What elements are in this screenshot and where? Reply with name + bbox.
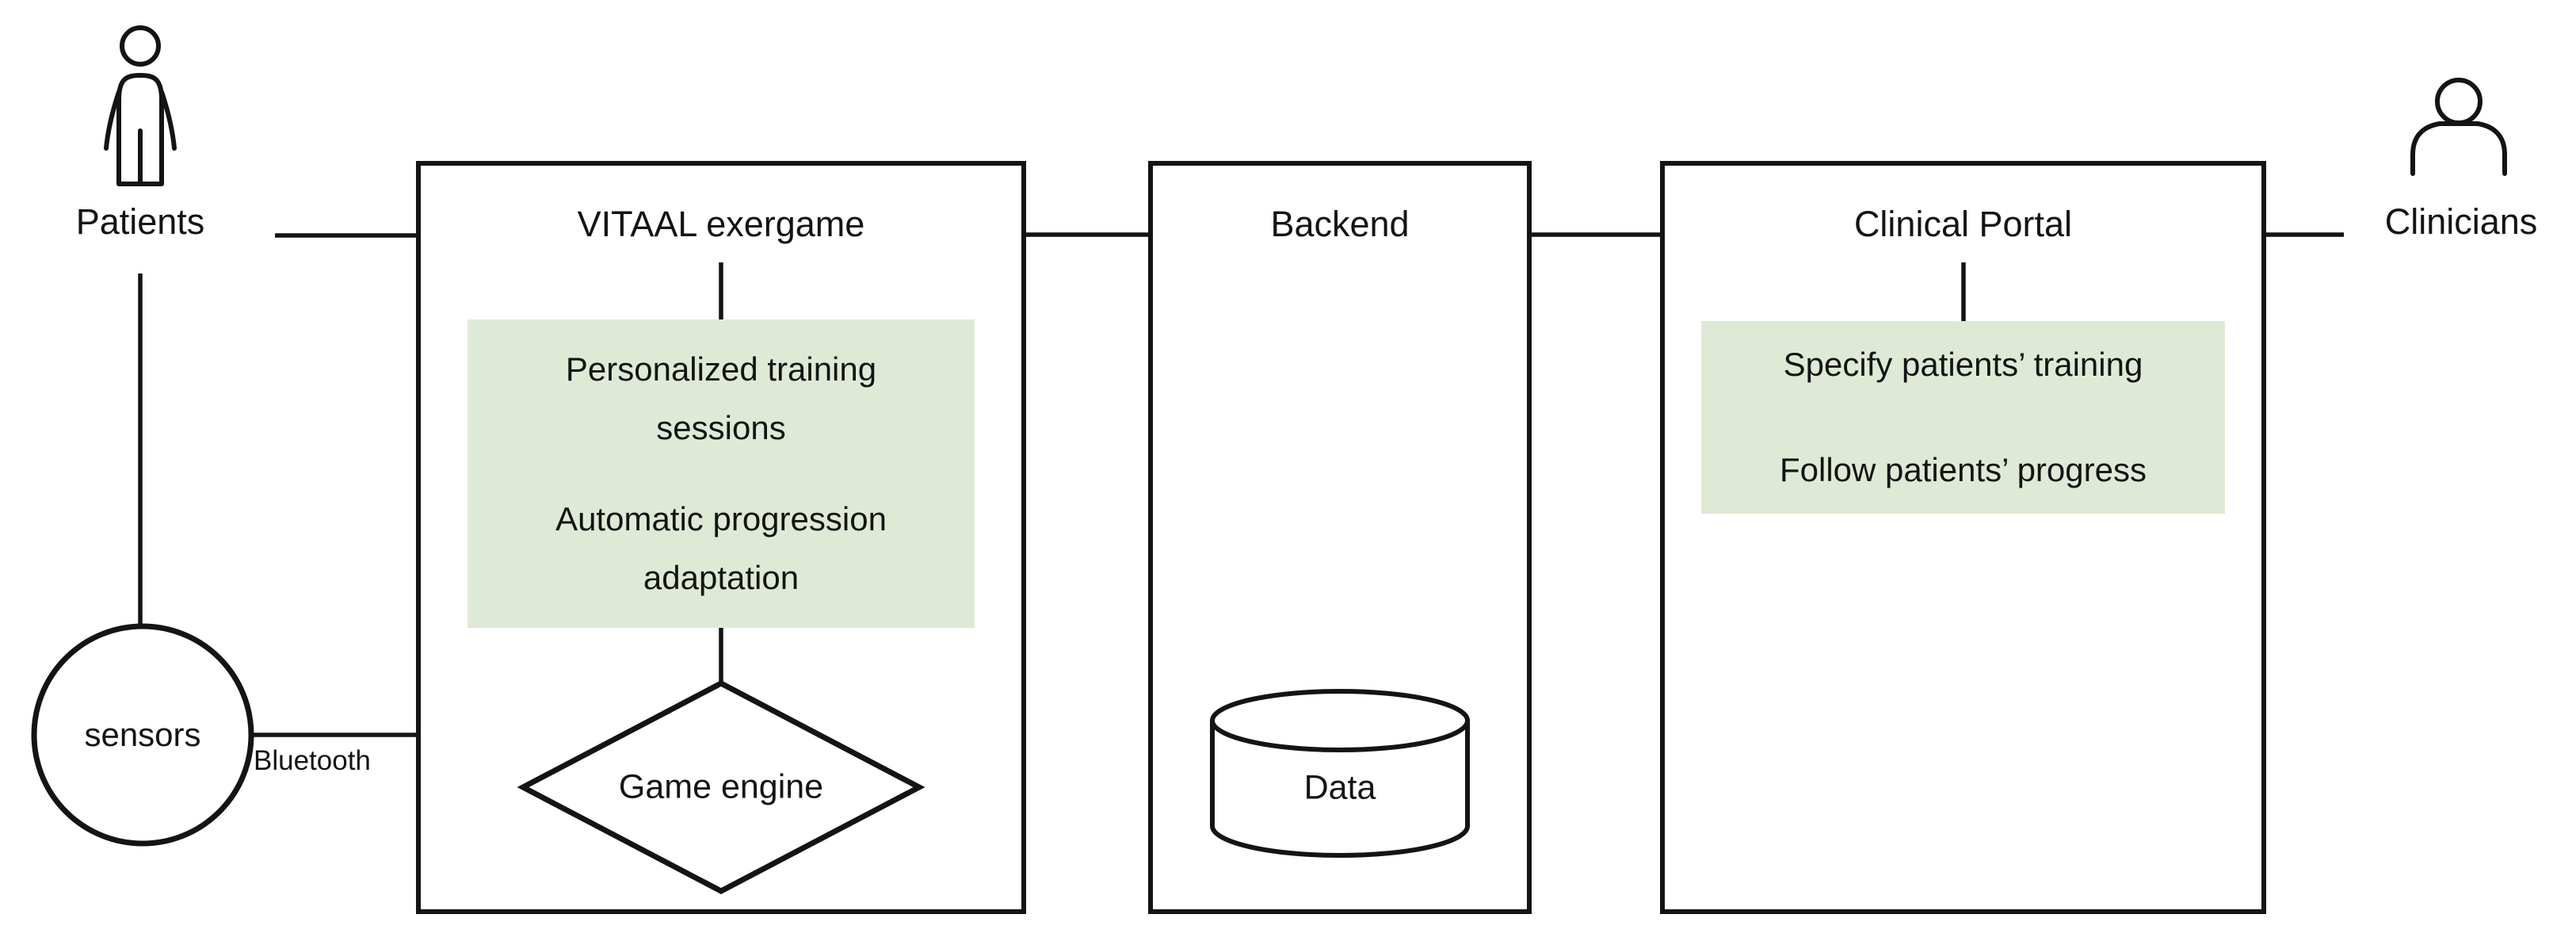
data-label: Data — [1303, 768, 1376, 807]
portal-feature-2: Follow patients’ progress — [1780, 451, 2147, 488]
bluetooth-label: Bluetooth — [254, 745, 371, 776]
patient-person-icon — [104, 25, 177, 186]
exergame-feature-2: Automatic progression adaptation — [555, 500, 887, 596]
exergame-feature-1: Personalized training sessions — [565, 350, 877, 446]
game-engine-label: Game engine — [618, 767, 824, 806]
patients-label: Patients — [75, 201, 205, 242]
portal-box — [1660, 161, 2266, 914]
clinician-person-icon — [2410, 78, 2507, 176]
portal-features-panel: Specify patients’ training Follow patien… — [1701, 321, 2225, 514]
portal-title: Clinical Portal — [1853, 204, 2073, 244]
sensors-label: sensors — [84, 716, 201, 753]
backend-title: Backend — [1270, 204, 1410, 244]
portal-feature-1: Specify patients’ training — [1783, 346, 2143, 383]
clinicians-label: Clinicians — [2384, 201, 2538, 242]
exergame-features-panel: Personalized training sessions Automatic… — [467, 319, 975, 628]
exergame-title: VITAAL exergame — [577, 204, 865, 244]
